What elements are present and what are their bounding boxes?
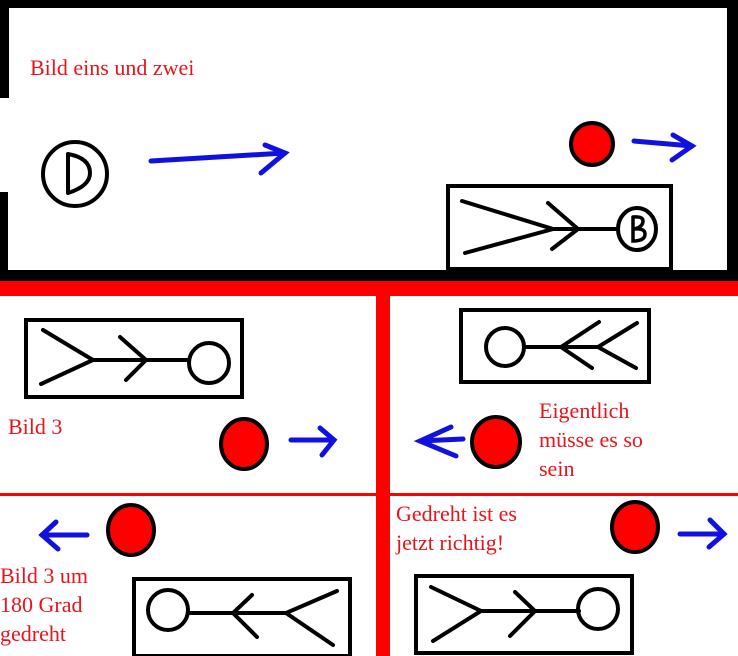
blue-arrow-right-icon [677,517,728,550]
blue-arrow-right-icon [631,132,697,163]
blue-arrow-right-icon [148,142,290,176]
arrow-symbol-box-b [446,184,673,271]
red-ball [106,503,156,557]
panel-label-middle-right: Eigentlich müsse es so sein [539,398,643,481]
d-circle-icon [41,140,109,208]
panel-label-middle-left: Bild 3 [8,414,63,439]
arrow-symbol-box-left [459,308,651,384]
red-vertical-divider [376,281,390,656]
left-wall-lower [0,192,8,278]
red-ball [219,417,269,471]
arrow-symbol-box-right [24,318,244,399]
panel-label-bottom-right: Gedreht ist es jetzt richtig! [396,501,517,555]
red-ball [470,415,522,469]
red-horizontal-divider [0,281,738,296]
blue-arrow-right-icon [288,425,338,458]
blue-arrow-left-icon [413,424,466,459]
top-wall [0,0,738,8]
left-wall-upper [0,0,9,98]
arrow-symbol-box-left [132,577,352,656]
bottom-wall [0,270,738,281]
arrow-symbol-box-right [414,574,634,655]
panel-label-bottom-left: Bild 3 um 180 Grad gedreht [0,563,89,646]
panel-label-top: Bild eins und zwei [30,55,195,80]
blue-arrow-left-icon [38,519,90,552]
right-wall [727,0,738,280]
red-ball [569,121,615,167]
red-thin-divider [0,493,738,496]
red-ball [610,500,660,554]
